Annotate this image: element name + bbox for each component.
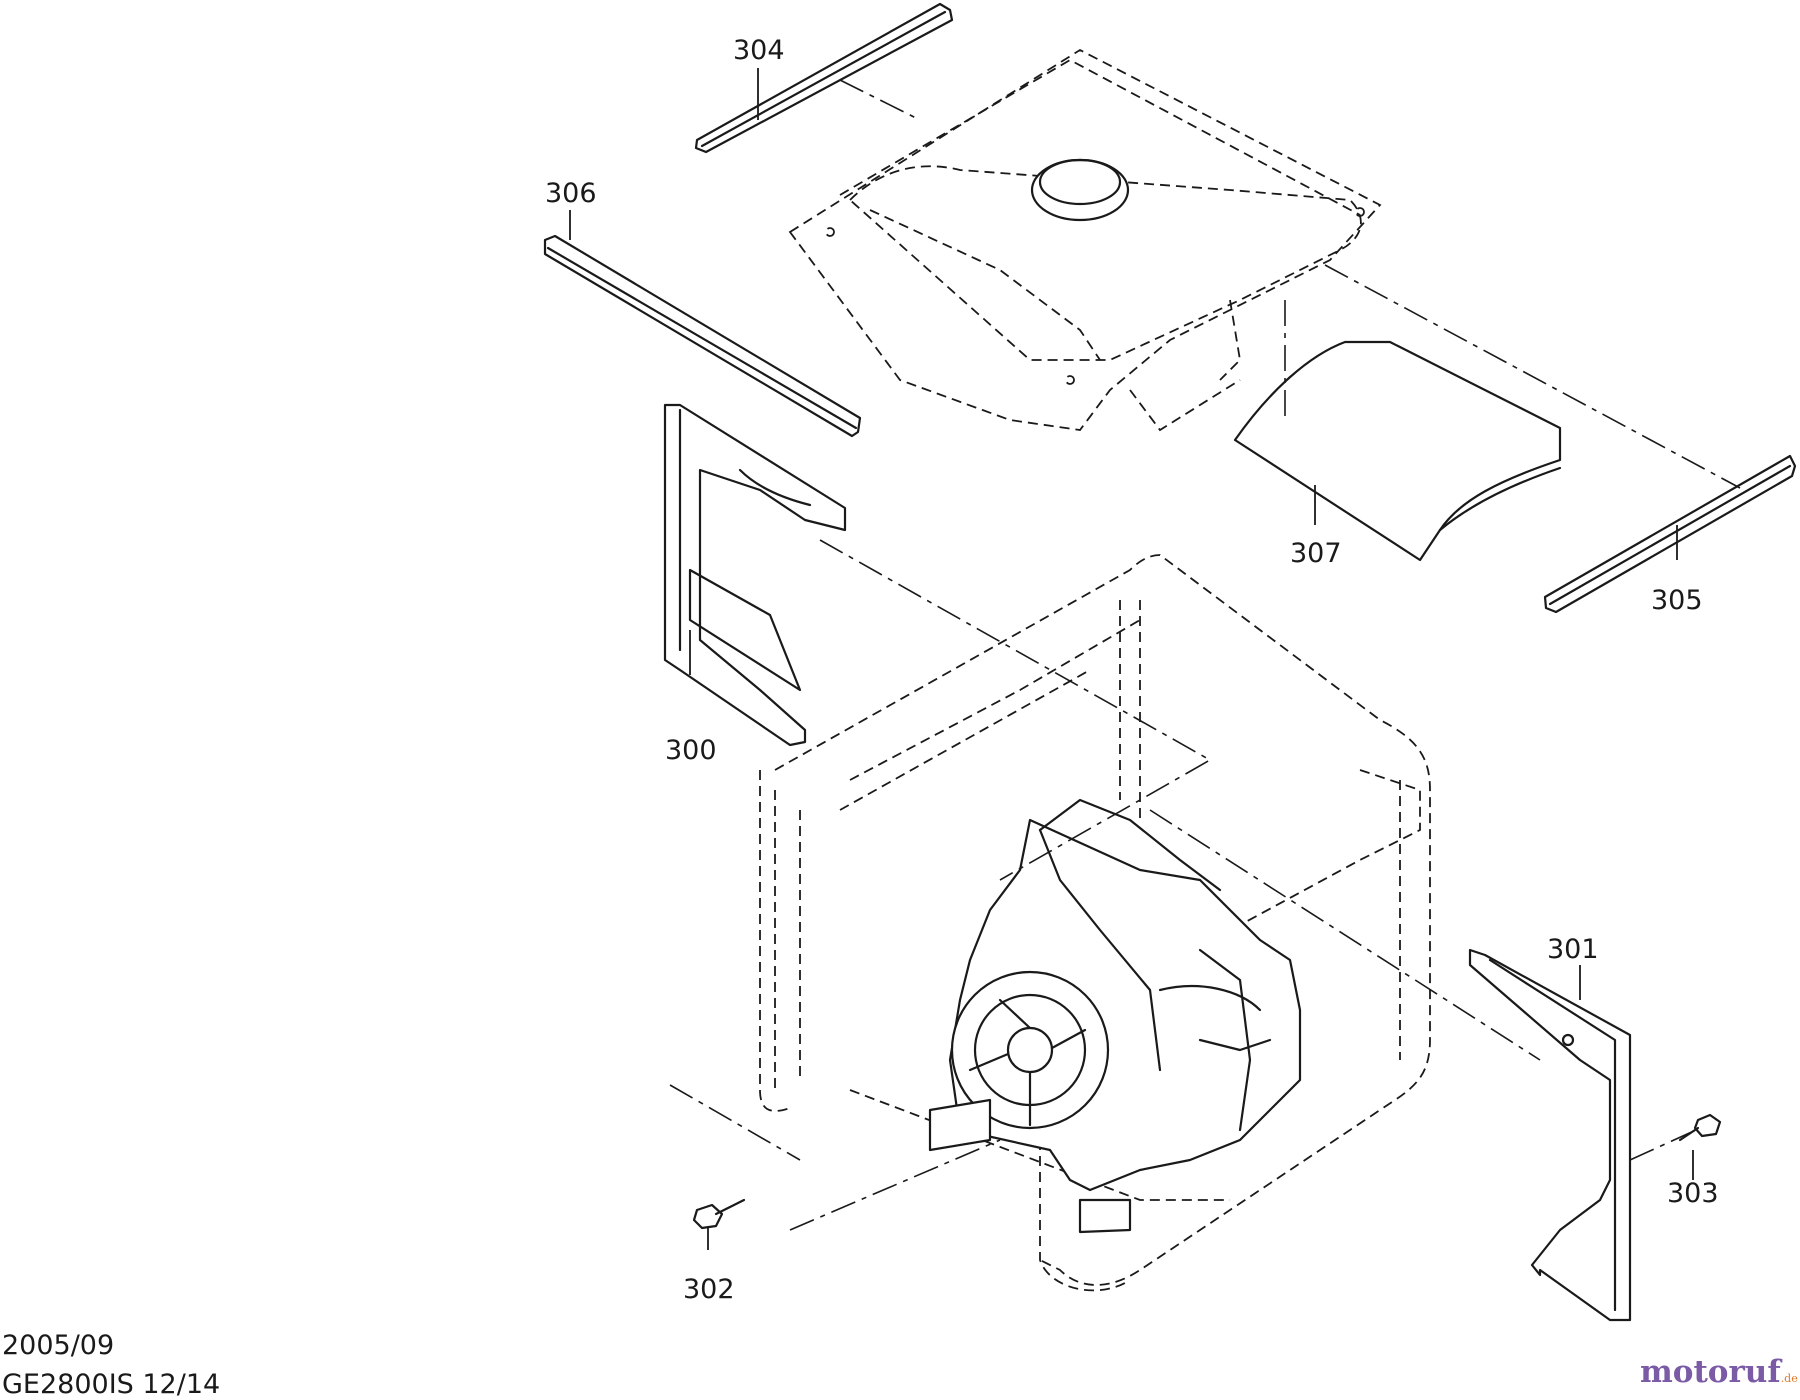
footer-date: 2005/09 [2, 1330, 115, 1361]
watermark-tld: .de [1780, 1372, 1798, 1385]
callout-labels: 304 306 300 307 305 301 303 302 [545, 35, 1719, 1305]
heat-shield-plate-307 [1233, 340, 1562, 562]
bolt-302-icon [692, 1198, 746, 1230]
callout-306: 306 [545, 178, 597, 209]
fuel-cap-icon [1030, 158, 1130, 222]
leader-lines [569, 68, 1694, 1250]
footer-model-page: GE2800IS 12/14 [2, 1369, 221, 1400]
side-panel-300 [663, 403, 847, 747]
fuel-tank [788, 48, 1382, 432]
callout-304: 304 [733, 35, 785, 66]
callout-307: 307 [1290, 538, 1342, 569]
flywheel-fan-icon [950, 970, 1110, 1130]
callout-300: 300 [665, 735, 717, 766]
engine-mounts [928, 1098, 1132, 1234]
callout-301: 301 [1547, 934, 1599, 965]
bolt-303-icon [1678, 1113, 1722, 1142]
frame [759, 554, 1431, 1292]
watermark-logo: motoruf.de [1640, 1354, 1798, 1390]
side-panel-301 [1468, 948, 1632, 1322]
assembly-lines [669, 79, 1741, 1231]
rubber-strip-304 [694, 2, 954, 154]
callout-303: 303 [1667, 1178, 1719, 1209]
rubber-strip-305 [1543, 454, 1797, 614]
watermark-brand: motoruf [1640, 1354, 1781, 1390]
rubber-strip-306 [543, 234, 862, 438]
callout-305: 305 [1651, 585, 1703, 616]
callout-302: 302 [683, 1274, 735, 1305]
